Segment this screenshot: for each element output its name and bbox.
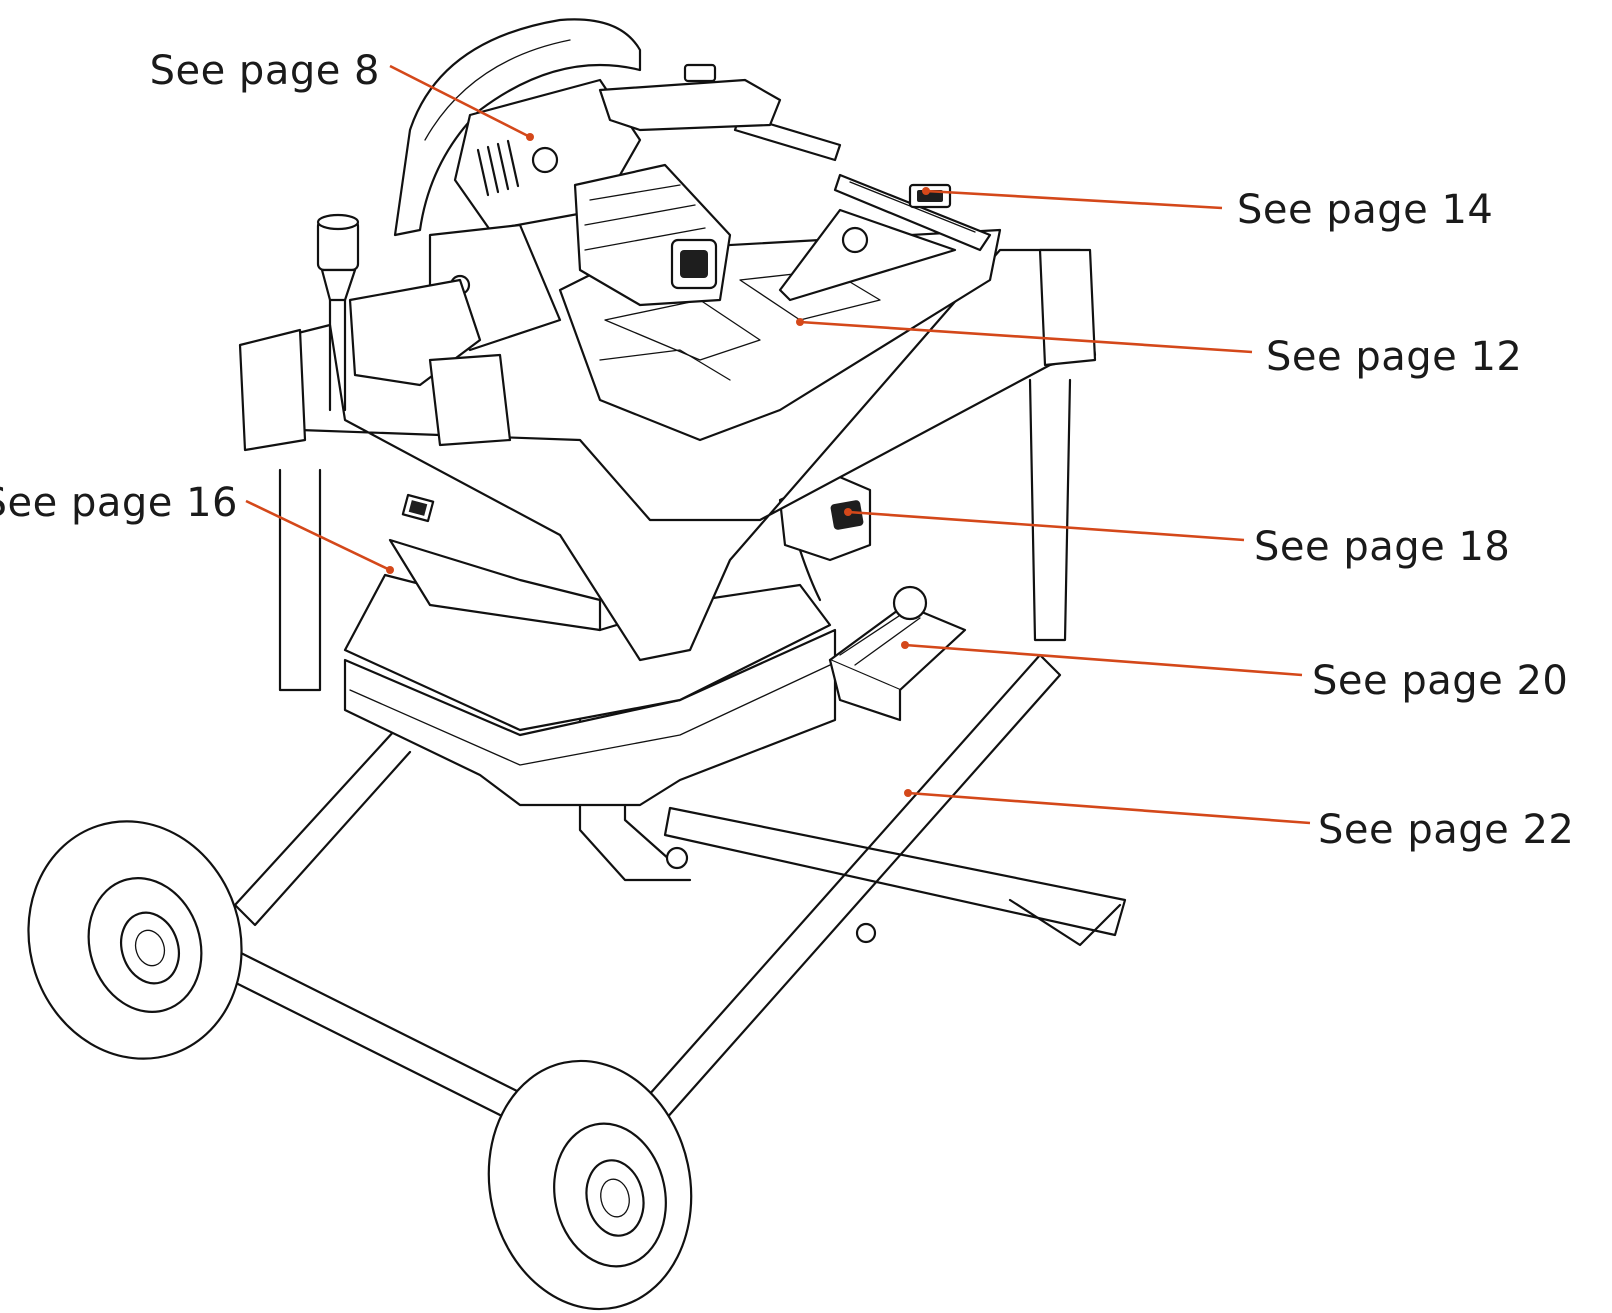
vent-slots bbox=[476, 139, 520, 197]
saw-head-drawing bbox=[348, 18, 782, 447]
tile-saw-drawing bbox=[27, 18, 1127, 1311]
stand-frame bbox=[173, 378, 1127, 1137]
callout-pump: See page 18 bbox=[844, 508, 1510, 570]
callout-label-saw-head: See page 8 bbox=[150, 48, 380, 94]
callout-extension-table: See page 20 bbox=[901, 641, 1568, 704]
leader-line-pump bbox=[847, 510, 1245, 542]
leader-dot-saw-head bbox=[526, 133, 534, 141]
leader-dot-water-tray bbox=[386, 566, 394, 574]
leader-dot-miter-guide bbox=[922, 187, 930, 195]
callout-cutting-table: See page 12 bbox=[796, 318, 1522, 380]
leader-line-water-tray bbox=[245, 499, 391, 572]
leader-line-stand bbox=[907, 791, 1311, 825]
extension-table-drawing bbox=[828, 585, 967, 722]
callout-label-pump: See page 18 bbox=[1254, 524, 1510, 570]
leader-line-saw-head bbox=[389, 64, 531, 139]
callout-saw-head: See page 8 bbox=[150, 48, 534, 141]
callout-miter-guide: See page 14 bbox=[922, 187, 1493, 233]
callout-label-water-tray: See page 16 bbox=[0, 480, 238, 526]
callout-label-cutting-table: See page 12 bbox=[1266, 334, 1522, 380]
callout-label-stand: See page 22 bbox=[1318, 807, 1574, 853]
leader-dot-stand bbox=[904, 789, 912, 797]
left-wheel bbox=[27, 820, 243, 1060]
leader-dot-extension-table bbox=[901, 641, 909, 649]
callout-stand: See page 22 bbox=[904, 789, 1574, 853]
callout-label-miter-guide: See page 14 bbox=[1237, 187, 1493, 233]
leader-line-miter-guide bbox=[925, 189, 1223, 210]
callout-water-tray: See page 16 bbox=[0, 480, 394, 574]
callout-label-extension-table: See page 20 bbox=[1312, 658, 1568, 704]
leader-line-extension-table bbox=[904, 643, 1303, 677]
hose-connector-drawing bbox=[316, 213, 360, 412]
right-wheel bbox=[487, 1059, 693, 1311]
leader-dot-cutting-table bbox=[796, 318, 804, 326]
leader-line-cutting-table bbox=[799, 320, 1253, 354]
leader-dot-pump bbox=[844, 508, 852, 516]
water-tray-drawing bbox=[343, 538, 837, 807]
miter-guide-drawing bbox=[733, 113, 992, 302]
